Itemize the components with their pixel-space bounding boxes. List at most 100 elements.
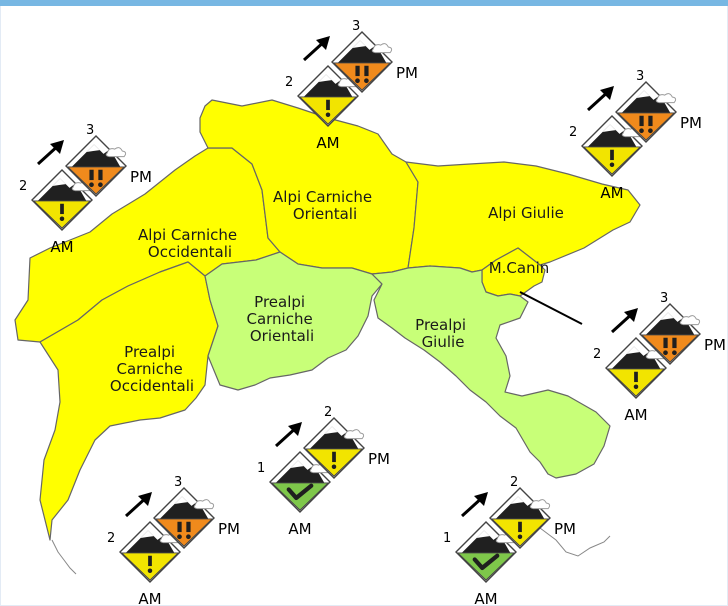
cloud-icon bbox=[105, 147, 127, 158]
double-exclamation-icon bbox=[177, 521, 182, 533]
check-icon bbox=[286, 483, 314, 501]
exclamation-icon bbox=[60, 203, 64, 215]
trend-arrow-icon bbox=[586, 86, 614, 112]
pm-pictogram bbox=[153, 487, 215, 549]
pm-label: PM bbox=[396, 64, 418, 82]
pm-level-number: 3 bbox=[352, 19, 360, 34]
am-level-number: 2 bbox=[107, 531, 115, 546]
trend-arrow-icon bbox=[302, 36, 330, 62]
am-level-number: 2 bbox=[285, 75, 293, 90]
am-label: AM bbox=[600, 184, 623, 202]
am-pictogram bbox=[605, 337, 667, 399]
pm-level-number: 3 bbox=[636, 69, 644, 84]
am-pictogram bbox=[31, 169, 93, 231]
cloud-icon bbox=[655, 93, 677, 104]
region-shape-prealpi-giulie[interactable] bbox=[371, 265, 611, 479]
forecast-alpi-carniche-orientali[interactable]: 3 2 PM AM bbox=[285, 19, 418, 152]
exclamation-icon bbox=[610, 149, 614, 161]
am-label: AM bbox=[316, 134, 339, 152]
am-level-number: 2 bbox=[593, 347, 601, 362]
mountain-icon bbox=[621, 90, 671, 113]
cloud-icon bbox=[371, 43, 393, 54]
mountain-icon bbox=[645, 312, 695, 335]
mountain-icon bbox=[611, 346, 661, 369]
am-pictogram bbox=[269, 451, 331, 513]
double-exclamation-icon bbox=[355, 65, 360, 77]
mountain-icon bbox=[71, 144, 121, 167]
pm-level-number: 2 bbox=[324, 405, 332, 420]
am-label: AM bbox=[288, 520, 311, 538]
forecast-alpi-giulie[interactable]: 3 2 PM AM bbox=[569, 69, 702, 202]
pm-label: PM bbox=[218, 520, 240, 538]
trend-arrow-icon bbox=[124, 492, 152, 518]
mountain-icon bbox=[461, 530, 511, 553]
trend-arrow-icon bbox=[274, 422, 302, 448]
exclamation-icon bbox=[148, 555, 152, 567]
region-label-alpi-carniche-orientali: Alpi Carniche Orientali bbox=[273, 188, 377, 223]
region-label-m-canin: M.Canin bbox=[489, 259, 550, 277]
double-exclamation-icon bbox=[663, 337, 668, 349]
mountain-icon bbox=[337, 40, 387, 63]
pm-pictogram bbox=[65, 135, 127, 197]
cloud-icon bbox=[343, 429, 365, 440]
mountain-icon bbox=[309, 426, 359, 449]
pm-level-number: 3 bbox=[174, 475, 182, 490]
check-icon bbox=[472, 553, 500, 571]
exclamation-icon bbox=[634, 371, 638, 383]
forecast-symbols: 32PMAM32PMAM32PMAM32PMAM21PMAM32PMAM21PM… bbox=[19, 19, 726, 606]
region-label-prealpi-carniche-occidentali: Prealpi Carniche Occidentali bbox=[110, 343, 194, 395]
am-label: AM bbox=[50, 238, 73, 256]
pm-level-number: 3 bbox=[660, 291, 668, 306]
top-bar bbox=[0, 0, 728, 6]
double-exclamation-icon bbox=[89, 169, 94, 181]
region-label-alpi-carniche-occidentali: Alpi Carniche Occidentali bbox=[138, 226, 242, 261]
region-shape-prealpi-carniche-orientali[interactable] bbox=[204, 251, 383, 391]
regions bbox=[14, 99, 641, 541]
region-shape-prealpi-carniche-occidentali[interactable] bbox=[39, 261, 219, 541]
am-label: AM bbox=[474, 590, 497, 606]
region-label-alpi-giulie: Alpi Giulie bbox=[488, 204, 564, 222]
trend-arrow-icon bbox=[460, 492, 488, 518]
exclamation-icon bbox=[332, 451, 336, 463]
mountain-icon bbox=[275, 460, 325, 483]
am-label: AM bbox=[624, 406, 647, 424]
pm-label: PM bbox=[130, 168, 152, 186]
pm-pictogram bbox=[489, 487, 551, 549]
mountain-icon bbox=[495, 496, 545, 519]
region-labels: Alpi Carniche Occidentali Alpi Carniche … bbox=[110, 188, 564, 395]
am-level-number: 2 bbox=[569, 125, 577, 140]
exclamation-icon bbox=[326, 99, 330, 111]
pm-pictogram bbox=[331, 31, 393, 93]
trend-arrow-icon bbox=[610, 308, 638, 334]
mountain-icon bbox=[303, 74, 353, 97]
mountain-icon bbox=[125, 530, 175, 553]
double-exclamation-icon bbox=[639, 115, 644, 127]
pm-pictogram bbox=[639, 303, 701, 365]
forecast-m-canin[interactable]: 3 2 PM AM bbox=[593, 291, 726, 424]
pm-label: PM bbox=[704, 336, 726, 354]
am-pictogram bbox=[581, 115, 643, 177]
pm-label: PM bbox=[680, 114, 702, 132]
m-canin-leader-line bbox=[519, 291, 583, 325]
mountain-icon bbox=[587, 124, 637, 147]
region-label-prealpi-giulie: Prealpi Giulie bbox=[415, 316, 471, 351]
cloud-icon bbox=[679, 315, 701, 326]
am-pictogram bbox=[455, 521, 517, 583]
pm-pictogram bbox=[615, 81, 677, 143]
pm-level-number: 3 bbox=[86, 123, 94, 138]
mountain-icon bbox=[37, 178, 87, 201]
pm-label: PM bbox=[554, 520, 576, 538]
region-label-prealpi-carniche-orientali: Prealpi Carniche Orientali bbox=[246, 293, 317, 345]
forecast-prealpi-giulie[interactable]: 2 1 PM AM bbox=[443, 475, 576, 606]
am-pictogram bbox=[297, 65, 359, 127]
cloud-icon bbox=[193, 499, 215, 510]
exclamation-icon bbox=[518, 521, 522, 533]
cloud-icon bbox=[529, 499, 551, 510]
outer-border-lines bbox=[51, 527, 611, 575]
pm-level-number: 2 bbox=[510, 475, 518, 490]
am-level-number: 1 bbox=[443, 531, 451, 546]
